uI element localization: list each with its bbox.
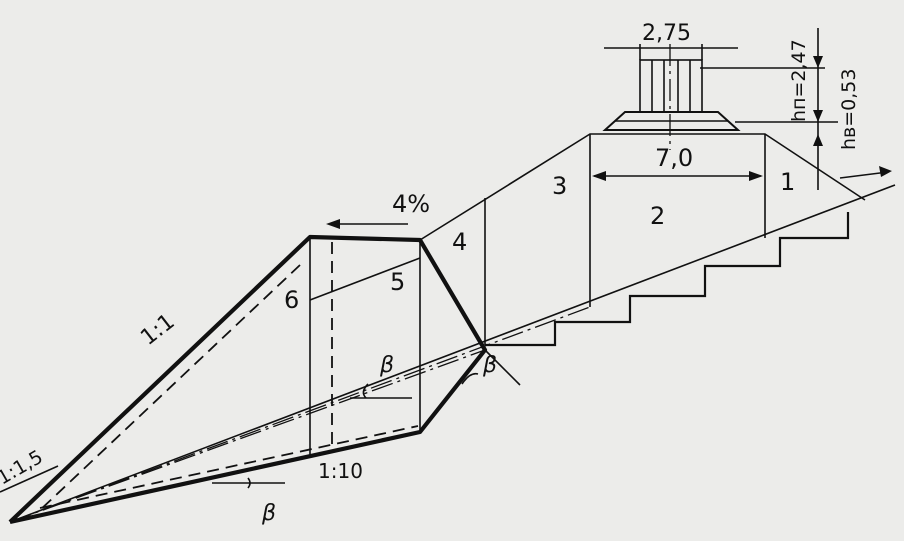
grade-label-4pct: 4% [392,190,430,218]
zone-label-1: 1 [780,168,795,196]
hv-arrow-bottom [813,134,823,146]
lower-embankment-outline [8,234,488,525]
right-flow-arrow [839,171,889,179]
height-label-hv: hв=0,53 [838,69,860,150]
hp-arrow-top [813,56,823,68]
beta-arc-3 [247,477,251,489]
beta-label-3: β [261,501,276,526]
zone-label-4: 4 [452,228,467,256]
height-label-hp: hп=2,47 [788,39,810,122]
beta-arc-1 [362,383,369,399]
ballast-prism [602,111,741,131]
zone-label-6: 6 [284,286,299,314]
width-7-arrow-right [749,171,763,181]
beta-label-1: β [379,353,394,378]
width-7-arrow-left [592,171,606,181]
right-flow-arrowhead [879,166,892,177]
grade-arrow-head [326,219,340,229]
beta-ray-2 [484,349,521,386]
dashed-inner-slope-upper [37,264,301,513]
upper-crest-line [419,133,866,241]
dashed-inner-base [39,425,419,509]
beta-arc-2 [461,372,479,385]
left-slope-tick [0,465,59,493]
width-label-7-0: 7,0 [655,144,693,172]
width-label-2-75: 2,75 [642,21,691,46]
slope-label-1-1-5: 1:1,5 [0,446,47,489]
slope-label-1-1: 1:1 [136,309,179,350]
load-block [639,59,703,113]
hint-line-6-5 [309,257,421,301]
dashdot-axis-lower [9,306,591,523]
zone-label-5: 5 [390,268,405,296]
zone-label-2: 2 [650,202,665,230]
ground-slope-line [9,184,896,523]
stepped-benches [485,212,850,347]
hp-arrow-bottom [813,110,823,122]
zone-label-3: 3 [552,172,567,200]
beta-label-2: β [482,353,497,378]
slope-label-1-10: 1:10 [318,459,363,483]
